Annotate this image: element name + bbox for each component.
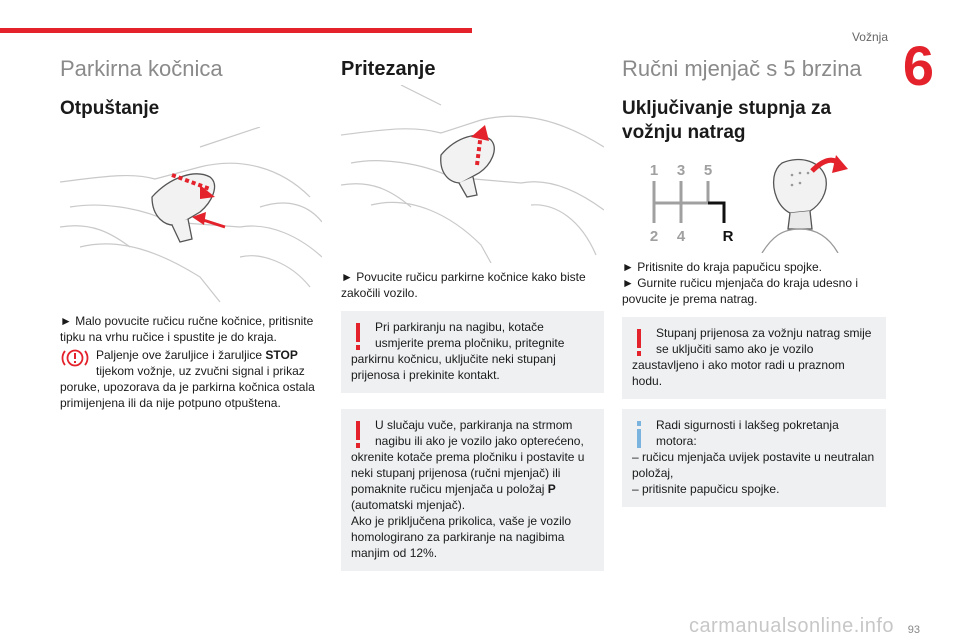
box-line: Stupanj prijenosa za vožnju natrag smije (656, 326, 872, 340)
watermark: carmanualsonline.info (688, 615, 894, 637)
slope-warning-box: Pri parkiranju na nagibu, kotače usmjeri… (341, 311, 604, 393)
warning-text-rest: tijekom vožnje, uz zvučni signal i prika… (60, 364, 315, 410)
reverse-warning-box: Stupanj prijenosa za vožnju natrag smije… (622, 317, 886, 399)
gear-label: 2 (650, 228, 658, 243)
gear-knob-illustration (761, 155, 848, 253)
gear-p-label: P (547, 482, 556, 496)
heading-parking-brake: Parkirna kočnica (60, 56, 223, 81)
brake-warning-icon (61, 349, 89, 367)
box-list-item: – ručicu mjenjača uvijek postavite u neu… (632, 450, 875, 480)
box-text-end: (automatski mjenjač). (351, 498, 466, 512)
box-line: nagibu ili ako je vozilo jako opterećeno… (375, 434, 584, 448)
handbrake-release-illustration (60, 127, 322, 303)
gear-illustration: 1 3 5 2 4 R (622, 149, 886, 253)
box-list-item: – pritisnite papučicu spojke. (632, 482, 780, 496)
heading-reverse-gear: Uključivanje stupnja za vožnju natrag (622, 98, 832, 143)
box-text: parkirnu kočnicu, uključite neki stupanj… (351, 352, 556, 382)
exclamation-warning-icon (356, 421, 360, 448)
gear-shift-pattern: 1 3 5 2 4 R (650, 163, 734, 243)
stop-label: STOP (265, 348, 298, 362)
box-line: Radi sigurnosti i lakšeg pokretanja (656, 418, 839, 432)
handbrake-apply-illustration (341, 85, 604, 263)
exclamation-warning-icon (637, 329, 641, 356)
box-line: U slučaju vuče, parkiranja na strmom (375, 418, 573, 432)
gear-label-reverse: R (723, 228, 734, 243)
box-text-start: okrenite kotače prema pločniku i postavi… (351, 450, 585, 496)
step-apply-instruction: ► Povucite ručicu parkirne kočnice kako … (341, 270, 586, 300)
stop-warning: Paljenje ove žaruljice i žaruljice STOP … (60, 347, 322, 411)
step-move-lever: ► Gurnite ručicu mjenjača do kraja udesn… (622, 276, 858, 306)
safety-info-box: Radi sigurnosti i lakšeg pokretanja moto… (622, 409, 886, 507)
heading-manual-gearbox: Ručni mjenjač s 5 brzina (622, 56, 862, 81)
column-manual-gearbox: Ručni mjenjač s 5 brzina Uključivanje st… (622, 55, 886, 507)
step-press-clutch: ► Pritisnite do kraja papučicu spojke. (622, 260, 822, 274)
gear-label: 3 (677, 163, 685, 179)
exclamation-warning-icon (356, 323, 360, 350)
box-line: usmjerite prema pločniku, pritegnite (375, 336, 565, 350)
top-accent-bar (0, 28, 472, 33)
box-text: okrenite kotače prema pločniku i postavi… (351, 449, 594, 513)
box-text: Ako je priključena prikolica, vaše je vo… (351, 514, 572, 560)
box-line: se uključiti samo ako je vozilo (656, 342, 814, 356)
step-release-instruction: ► Malo povucite ručicu ručne kočnice, pr… (60, 314, 314, 344)
gear-label: 5 (704, 163, 712, 179)
column-parking-brake-release: Parkirna kočnica Otpuštanje ► Malo povuc… (60, 55, 322, 411)
gear-label: 4 (677, 228, 686, 243)
box-text: zaustavljeno i ako motor radi u praznom … (632, 358, 845, 388)
info-icon (637, 421, 641, 448)
warning-text-start: Paljenje ove žaruljice i žaruljice (96, 348, 266, 362)
box-line: motora: (656, 434, 697, 448)
towing-warning-box: U slučaju vuče, parkiranja na strmom nag… (341, 409, 604, 571)
section-title: Vožnja (851, 30, 888, 44)
heading-release: Otpuštanje (60, 98, 160, 119)
box-line: Pri parkiranju na nagibu, kotače (375, 320, 544, 334)
page-number: 93 (907, 624, 920, 636)
heading-apply: Pritezanje (341, 58, 436, 80)
gear-label: 1 (650, 163, 658, 179)
chapter-number: 6 (902, 34, 934, 97)
column-parking-brake-apply: Pritezanje ► Povucite ručicu parkirne ko… (341, 55, 604, 571)
